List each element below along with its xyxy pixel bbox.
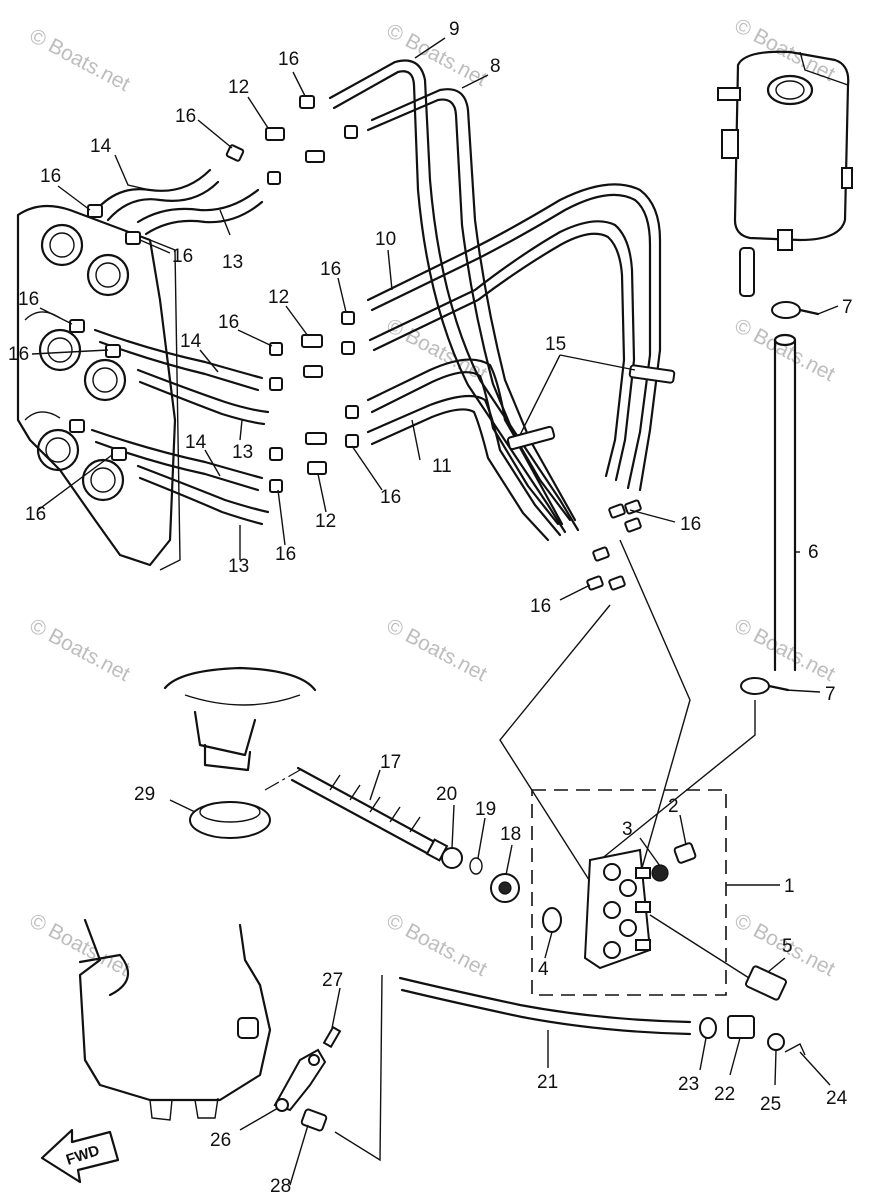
callout-16-l: 16 (680, 514, 701, 535)
callout-9: 9 (449, 19, 460, 40)
callout-leaders (31, 37, 839, 1186)
callout-28: 28 (270, 1176, 291, 1197)
callout-15: 15 (545, 334, 566, 355)
callout-14-a: 14 (90, 136, 112, 157)
forward-direction-arrow: FWD (40, 1128, 120, 1184)
pump-assembly-box (531, 789, 727, 996)
watermark: © Boats.net (731, 614, 839, 686)
callout-25: 25 (760, 1094, 781, 1115)
callout-numbers: 9 8 16 12 16 14 16 16 13 10 16 12 16 16 … (8, 19, 853, 1197)
oil-tank (717, 50, 853, 297)
watermarks: © Boats.net © Boats.net © Boats.net © Bo… (26, 14, 839, 981)
callout-14-b: 14 (180, 331, 202, 352)
callout-10: 10 (375, 229, 396, 250)
callout-3: 3 (622, 819, 633, 840)
callout-16-a: 16 (278, 49, 299, 70)
callout-12-b: 12 (268, 287, 289, 308)
callout-2: 2 (668, 796, 679, 817)
callout-24: 24 (826, 1088, 848, 1109)
watermark: © Boats.net (26, 24, 134, 96)
callout-12-a: 12 (228, 77, 249, 98)
callout-11: 11 (432, 456, 452, 477)
callout-1: 1 (784, 876, 795, 897)
callout-21: 21 (537, 1072, 558, 1093)
callout-22: 22 (714, 1084, 735, 1105)
watermark: © Boats.net (26, 614, 134, 686)
control-rod-21 (334, 974, 806, 1162)
watermark: © Boats.net (731, 314, 839, 386)
callout-13-b: 13 (232, 442, 253, 463)
callout-13-c: 13 (228, 556, 249, 577)
callout-16-g: 16 (18, 289, 39, 310)
callout-16-k: 16 (275, 544, 296, 565)
lower-casing-and-seal-29 (163, 666, 317, 839)
callout-20: 20 (436, 784, 457, 805)
callout-26: 26 (210, 1130, 231, 1151)
hose-clips-and-joints (69, 95, 642, 591)
callout-16-c: 16 (40, 166, 61, 187)
callout-16-m: 16 (530, 596, 551, 617)
callout-4: 4 (538, 959, 549, 980)
callout-17: 17 (380, 752, 401, 773)
watermark: © Boats.net (383, 314, 491, 386)
oil-pump-body (542, 842, 787, 1001)
callout-14-c: 14 (185, 432, 207, 453)
callout-23: 23 (678, 1074, 699, 1095)
callout-6: 6 (808, 542, 819, 563)
watermark: © Boats.net (26, 909, 134, 981)
long-oil-hoses (328, 59, 662, 542)
engine-intake-block (16, 204, 181, 571)
hose-clamps-15 (506, 364, 676, 451)
callout-12-c: 12 (315, 511, 336, 532)
watermark: © Boats.net (383, 19, 491, 91)
callout-7-a: 7 (842, 297, 853, 318)
callout-7-b: 7 (825, 684, 836, 705)
assembly-leader-lines (264, 539, 756, 906)
callout-16-h: 16 (8, 344, 29, 365)
callout-16-f: 16 (218, 312, 239, 333)
callout-8: 8 (490, 56, 501, 77)
pump-lever-26 (273, 1025, 342, 1132)
watermark: © Boats.net (383, 909, 491, 981)
callout-16-j: 16 (380, 487, 401, 508)
callout-19: 19 (475, 799, 496, 820)
callout-13-a: 13 (222, 252, 243, 273)
callout-29: 29 (134, 784, 155, 805)
callout-16-e: 16 (320, 259, 341, 280)
oil-hose-6 (740, 301, 820, 695)
drive-shaft-17 (290, 766, 520, 903)
callout-27: 27 (322, 970, 343, 991)
callout-18: 18 (500, 824, 521, 845)
watermark: © Boats.net (383, 614, 491, 686)
callout-16-b: 16 (175, 106, 196, 127)
callout-16-i: 16 (25, 504, 46, 525)
callout-16-d: 16 (172, 246, 193, 267)
crankcase-housing (78, 918, 272, 1121)
callout-5: 5 (782, 936, 793, 957)
hoses-13-14 (90, 168, 270, 526)
